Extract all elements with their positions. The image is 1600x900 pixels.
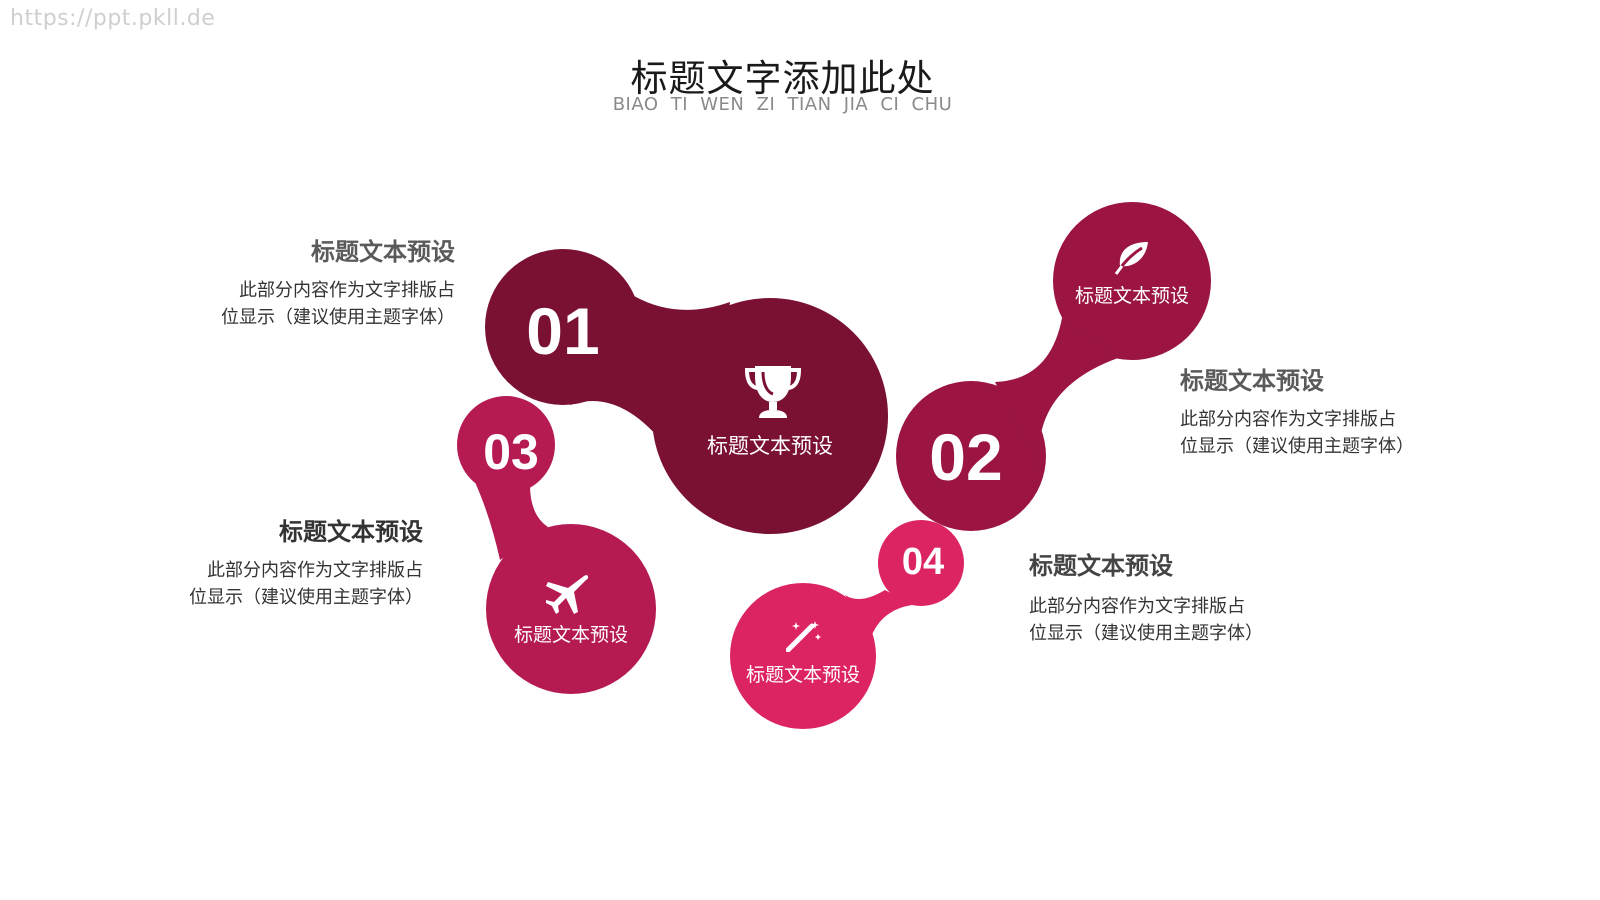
item-04-side-text: 标题文本预设 此部分内容作为文字排版占 位显示（建议使用主题字体） <box>1029 546 1329 647</box>
item-03-side-title: 标题文本预设 <box>279 518 423 546</box>
item-01-side-desc-line-2: 位显示（建议使用主题字体） <box>221 307 455 328</box>
item-03-inner-label: 标题文本预设 <box>513 624 628 646</box>
item-01-side-desc-line-1: 此部分内容作为文字排版占 <box>239 280 455 301</box>
item-02-side-text: 标题文本预设 此部分内容作为文字排版占 位显示（建议使用主题字体） <box>1180 361 1480 460</box>
item-02-large-circle <box>896 381 1046 531</box>
item-04-connector <box>845 590 912 640</box>
item-01-side-title: 标题文本预设 <box>311 238 455 266</box>
trophy-icon <box>743 362 803 422</box>
item-04-side-title: 标题文本预设 <box>1029 552 1173 580</box>
item-04-shape <box>730 520 964 729</box>
item-02-connector <box>995 318 1118 470</box>
item-03-side-desc-line-1: 此部分内容作为文字排版占 <box>207 560 423 581</box>
item-04-inner-label: 标题文本预设 <box>745 664 860 686</box>
item-02-side-desc-line-2: 位显示（建议使用主题字体） <box>1180 436 1414 457</box>
item-03-small-circle <box>457 396 555 494</box>
item-02-side-desc-line-1: 此部分内容作为文字排版占 <box>1180 409 1396 430</box>
page-subtitle: BIAO TI WEN ZI TIAN JIA CI CHU <box>612 94 953 115</box>
item-04-side-desc-line-2: 位显示（建议使用主题字体） <box>1029 623 1263 644</box>
item-04-small-circle <box>878 520 964 606</box>
item-03-large-circle <box>486 524 656 694</box>
item-01-side-text: 标题文本预设 此部分内容作为文字排版占 位显示（建议使用主题字体） <box>150 232 455 331</box>
leaf-icon <box>1112 240 1152 276</box>
item-03-shape <box>457 396 656 694</box>
item-03-side-text: 标题文本预设 此部分内容作为文字排版占 位显示（建议使用主题字体） <box>120 512 423 611</box>
item-01-number: 01 <box>526 294 600 368</box>
item-02-number: 02 <box>929 420 1003 494</box>
item-02-inner-label: 标题文本预设 <box>1074 285 1189 307</box>
item-03-connector <box>474 480 548 560</box>
item-04-side-desc-line-1: 此部分内容作为文字排版占 <box>1029 596 1245 617</box>
item-04-number: 04 <box>901 541 945 583</box>
item-01-shape <box>485 249 888 534</box>
item-02-shape <box>896 202 1211 531</box>
item-04-large-circle <box>730 583 876 729</box>
magic-wand-icon <box>786 620 822 652</box>
airplane-icon <box>546 574 588 616</box>
item-02-small-circle <box>1053 202 1211 360</box>
item-03-side-desc-line-2: 位显示（建议使用主题字体） <box>189 587 423 608</box>
watermark: https://ppt.pkll.de <box>10 6 216 31</box>
item-01-inner-label: 标题文本预设 <box>707 434 833 458</box>
item-01-connector <box>570 258 730 510</box>
item-03-number: 03 <box>483 424 539 480</box>
item-02-side-title: 标题文本预设 <box>1180 367 1324 395</box>
page-title: 标题文字添加此处 <box>630 57 935 100</box>
